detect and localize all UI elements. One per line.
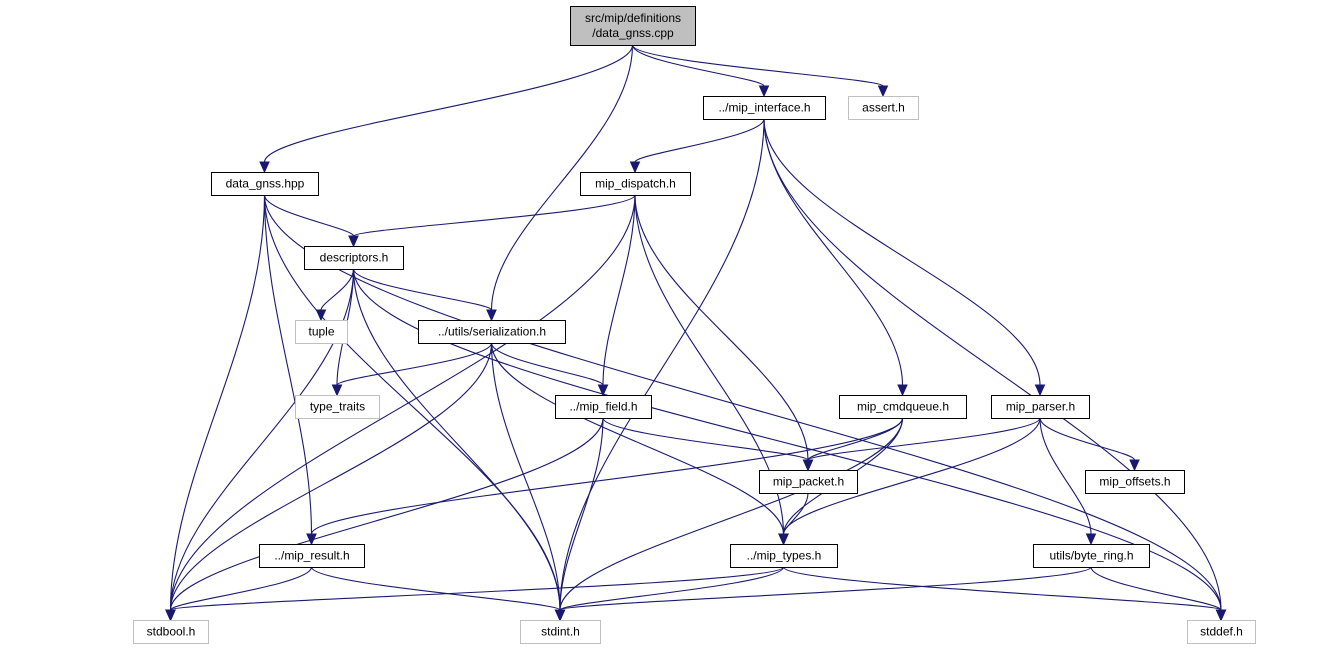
edge-descriptors-to-tuple — [315, 268, 355, 322]
node-label: stddef.h — [1200, 625, 1243, 639]
node-label: mip_offsets.h — [1099, 475, 1170, 489]
edge-serialization-to-mip_field — [490, 342, 609, 397]
edges-layer — [165, 44, 1227, 622]
edge-mip_cmdqueue-to-mip_result — [306, 417, 904, 546]
node-label: data_gnss.hpp — [226, 177, 305, 191]
node-label: mip_dispatch.h — [595, 177, 676, 191]
edge-serialization-to-stdbool — [165, 342, 493, 622]
edge-mip_result-to-stdbool — [165, 566, 313, 622]
node-label: /data_gnss.cpp — [592, 26, 674, 40]
node-label: src/mip/definitions — [585, 11, 681, 25]
node-mip-field[interactable]: ../mip_field.h — [555, 395, 652, 419]
node-label: ../mip_interface.h — [718, 101, 810, 115]
edge-mip_types-to-stdbool — [165, 566, 785, 622]
node-label: ../mip_result.h — [274, 549, 349, 563]
edge-byte_ring-to-stddef — [1090, 566, 1227, 622]
edge-serialization-to-mip_types — [490, 342, 789, 546]
node-mip-interface[interactable]: ../mip_interface.h — [703, 96, 826, 120]
edge-root-to-mip_interface — [631, 44, 770, 98]
nodes-layer: src/mip/definitions/data_gnss.cpp ../mip_… — [133, 6, 1256, 644]
node-stddef: stddef.h — [1187, 620, 1256, 644]
node-label: assert.h — [862, 101, 905, 115]
node-mip-parser[interactable]: mip_parser.h — [991, 395, 1090, 419]
node-label: utils/byte_ring.h — [1049, 549, 1133, 563]
node-mip-dispatch[interactable]: mip_dispatch.h — [580, 172, 691, 196]
node-descriptors[interactable]: descriptors.h — [304, 246, 404, 270]
node-label: mip_parser.h — [1006, 400, 1075, 414]
node-assert: assert.h — [848, 96, 919, 120]
node-mip-types[interactable]: ../mip_types.h — [730, 544, 838, 568]
node-label: ../utils/serialization.h — [438, 325, 546, 339]
node-label: descriptors.h — [320, 251, 389, 265]
node-root[interactable]: src/mip/definitions/data_gnss.cpp — [570, 6, 696, 46]
node-mip-packet[interactable]: mip_packet.h — [759, 470, 858, 494]
edge-mip_dispatch-to-descriptors — [348, 194, 636, 248]
edge-root-to-assert — [631, 44, 889, 98]
node-data-gnss-hpp[interactable]: data_gnss.hpp — [211, 172, 319, 196]
edge-descriptors-to-serialization — [352, 268, 497, 322]
node-stdbool: stdbool.h — [133, 620, 209, 644]
edge-mip_field-to-mip_packet — [602, 417, 814, 472]
node-label: type_traits — [310, 400, 365, 414]
edge-mip_dispatch-to-mip_field — [597, 194, 636, 397]
node-type-traits: type_traits — [295, 395, 380, 419]
edge-mip_parser-to-mip_offsets — [1039, 417, 1140, 472]
edge-mip_packet-to-mip_types — [778, 492, 809, 546]
edge-mip_interface-to-mip_parser — [763, 118, 1046, 397]
edge-root-to-data_gnss_hpp — [259, 44, 634, 174]
node-label: ../mip_types.h — [747, 549, 822, 563]
edge-byte_ring-to-stdint — [554, 566, 1092, 622]
node-label: mip_packet.h — [773, 475, 844, 489]
node-mip-result[interactable]: ../mip_result.h — [259, 544, 365, 568]
node-mip-cmdqueue[interactable]: mip_cmdqueue.h — [839, 395, 967, 419]
edge-mip_cmdqueue-to-stdint — [554, 417, 904, 622]
edge-mip_parser-to-byte_ring — [1039, 417, 1097, 546]
edge-mip_interface-to-mip_dispatch — [629, 118, 765, 174]
node-serialization[interactable]: ../utils/serialization.h — [418, 320, 566, 344]
node-mip-offsets[interactable]: mip_offsets.h — [1085, 470, 1185, 494]
node-stdint: stdint.h — [520, 620, 601, 644]
edge-mip_interface-to-mip_cmdqueue — [763, 118, 908, 397]
edge-serialization-to-type_traits — [331, 342, 493, 397]
edge-mip_dispatch-to-mip_packet — [634, 194, 814, 472]
edge-data_gnss_hpp-to-stdbool — [165, 194, 266, 622]
node-label: ../mip_field.h — [569, 400, 637, 414]
edge-data_gnss_hpp-to-descriptors — [263, 194, 359, 248]
edge-mip_field-to-stdint — [554, 417, 604, 622]
node-label: tuple — [308, 325, 334, 339]
edge-mip_parser-to-mip_packet — [802, 417, 1041, 472]
node-label: mip_cmdqueue.h — [857, 400, 949, 414]
node-label: stdint.h — [541, 625, 580, 639]
node-label: stdbool.h — [147, 625, 196, 639]
node-byte-ring[interactable]: utils/byte_ring.h — [1033, 544, 1150, 568]
edge-mip_result-to-stdint — [310, 566, 566, 622]
node-tuple: tuple — [295, 320, 348, 344]
